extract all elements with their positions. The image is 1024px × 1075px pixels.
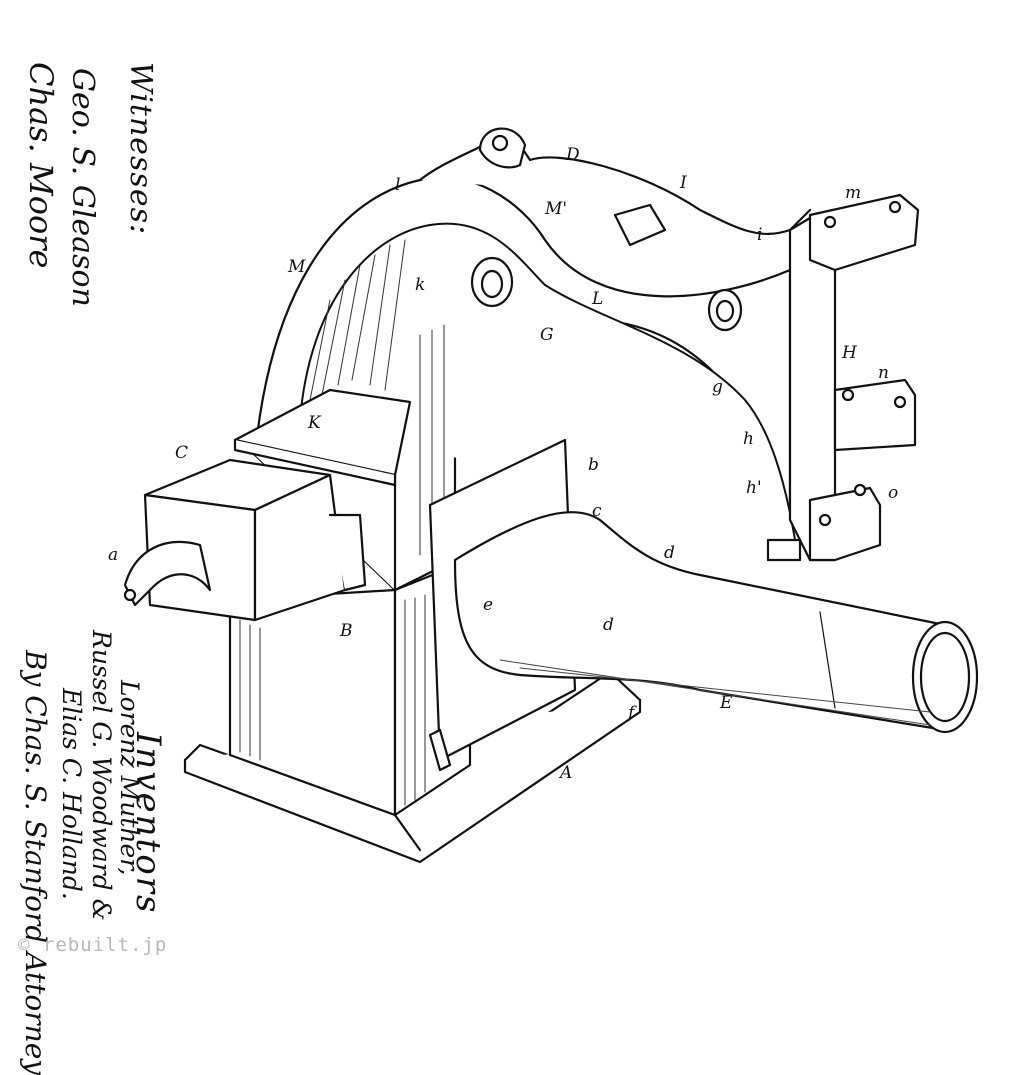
label-I: I: [679, 173, 687, 193]
label-l: l: [395, 175, 400, 195]
label-C: C: [175, 443, 188, 463]
label-B: B: [339, 621, 353, 641]
label-d: d: [664, 543, 675, 563]
label-G: G: [540, 325, 554, 345]
label-k: k: [415, 275, 425, 295]
label-H: H: [841, 343, 858, 363]
label-L: L: [591, 289, 603, 309]
inventor-line-2: Russel G. Woodward &: [87, 630, 116, 921]
label-c: c: [592, 501, 602, 521]
label-A: A: [558, 763, 572, 783]
label-m: m: [845, 183, 861, 203]
label-d-lower: d: [603, 615, 614, 635]
label-M: M: [287, 257, 306, 277]
witnesses-heading: Witnesses:: [123, 62, 158, 236]
label-h: h: [743, 429, 754, 449]
side-plate: [766, 193, 920, 562]
label-b: b: [588, 455, 599, 475]
label-E: E: [719, 693, 733, 713]
box-c: [123, 458, 367, 622]
label-e: e: [483, 595, 493, 615]
attorney-signature: By Chas. S. Stanford Attorney: [19, 650, 52, 1075]
label-n: n: [878, 363, 889, 383]
label-K: K: [307, 413, 322, 433]
label-M-prime: M': [544, 199, 567, 219]
inventor-line-1: Lorenz Muther,: [115, 680, 144, 876]
witness-name-1: Geo. S. Gleason: [65, 68, 100, 307]
bracket-k: [233, 388, 412, 487]
label-g: g: [712, 377, 723, 397]
label-D: D: [565, 145, 580, 165]
main-frame: [233, 127, 812, 592]
patent-figure: D I l M' M k m i L G H n g K h h' C b o …: [108, 127, 979, 864]
label-o: o: [888, 483, 898, 503]
label-a: a: [108, 545, 118, 565]
label-h-prime: h': [746, 478, 762, 498]
horn: [453, 511, 979, 734]
label-f: f: [626, 703, 637, 723]
inventor-line-3: Elias C. Holland.: [57, 688, 86, 900]
label-i: i: [757, 225, 762, 245]
witness-name-2: Chas. Moore: [22, 62, 60, 269]
watermark: © rebuilt.jp: [18, 934, 168, 956]
